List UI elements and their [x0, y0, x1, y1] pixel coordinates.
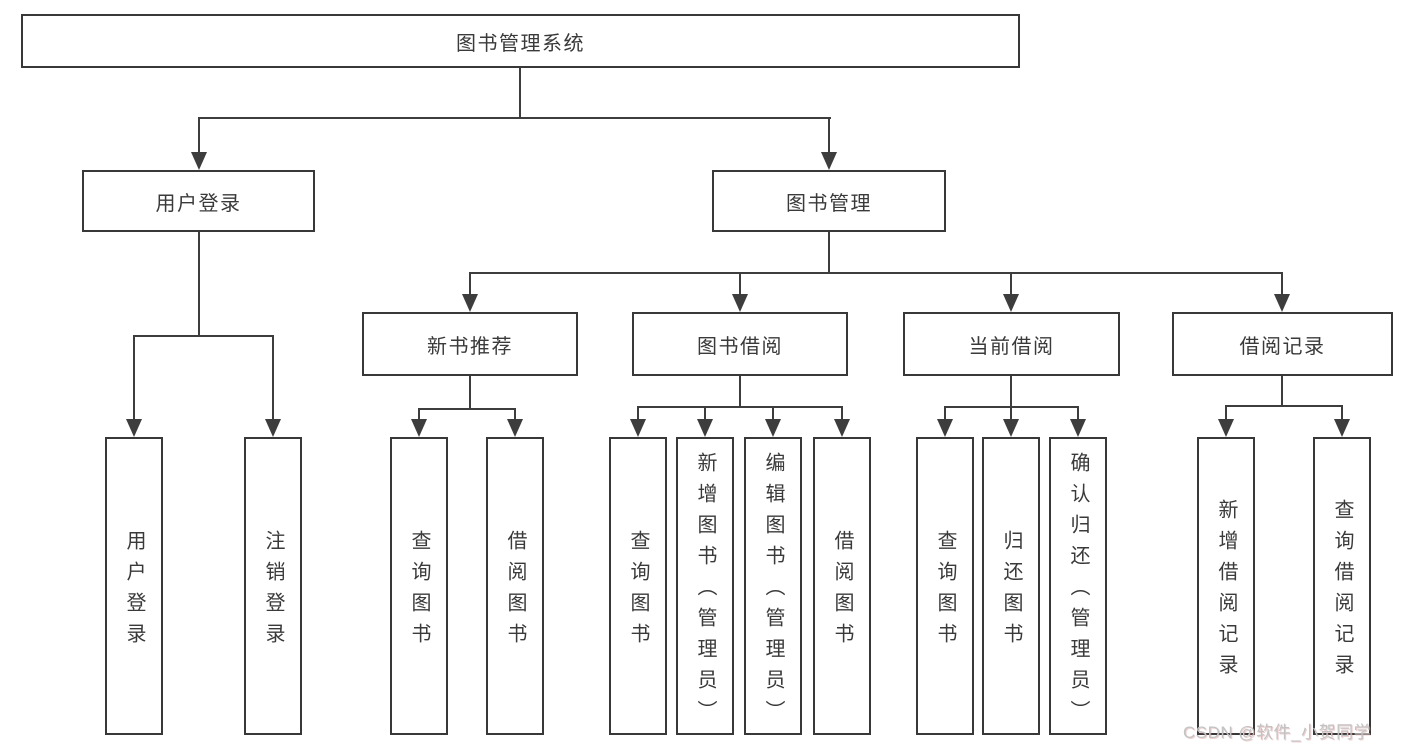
arrow-down	[821, 152, 837, 170]
connector-line	[1341, 405, 1344, 419]
leaf-query-book-current: 查询图书	[916, 437, 974, 735]
leaf-user-login: 用户登录	[105, 437, 163, 735]
node-label: 查询图书	[934, 529, 956, 654]
node-label: 新书推荐	[427, 335, 513, 358]
leaf-borrow-book-recommend: 借阅图书	[486, 437, 544, 735]
connector-line	[828, 232, 831, 272]
connector-line	[704, 406, 707, 419]
node-label: 借阅记录	[1239, 335, 1326, 358]
connector-line	[944, 406, 947, 419]
arrow-down	[1334, 419, 1350, 437]
leaf-add-book-admin: 新增图书（管理员）	[676, 437, 734, 735]
arrow-down	[697, 419, 713, 437]
connector-line	[1281, 272, 1284, 294]
connector-line	[772, 406, 775, 419]
node-label: 图书借阅	[697, 335, 783, 358]
connector-line	[469, 272, 472, 294]
arrow-down	[765, 419, 781, 437]
node-label: 借阅图书	[504, 529, 526, 654]
connector-line	[133, 335, 136, 419]
leaf-logout: 注销登录	[244, 437, 302, 735]
node-label: 归还图书	[1000, 529, 1022, 654]
arrow-down	[126, 419, 142, 437]
node-label: 用户登录	[123, 529, 145, 654]
leaf-query-book-recommend: 查询图书	[390, 437, 448, 735]
arrow-down	[1070, 419, 1086, 437]
csdn-watermark: CSDN @软件_小贺同学	[1183, 723, 1372, 742]
arrow-down	[630, 419, 646, 437]
node-label: 注销登录	[262, 529, 284, 654]
node-user-login: 用户登录	[82, 170, 315, 232]
leaf-query-book-borrowing: 查询图书	[609, 437, 667, 735]
connector-line	[1077, 406, 1080, 419]
arrow-down	[1218, 419, 1234, 437]
node-label: 确认归还（管理员）	[1067, 452, 1089, 731]
node-label: 图书管理系统	[456, 32, 585, 55]
node-borrowing-records: 借阅记录	[1172, 312, 1393, 376]
connector-line	[198, 232, 201, 335]
arrow-down	[937, 419, 953, 437]
node-label: 借阅图书	[831, 529, 853, 654]
arrow-down	[1274, 294, 1290, 312]
node-label: 新增借阅记录	[1215, 498, 1237, 685]
arrow-down	[462, 294, 478, 312]
connector-line	[469, 376, 472, 408]
connector-line	[198, 117, 831, 120]
leaf-borrow-book: 借阅图书	[813, 437, 871, 735]
connector-line	[1281, 376, 1284, 405]
connector-line	[519, 68, 522, 117]
connector-line	[418, 408, 421, 421]
connector-line	[133, 335, 274, 338]
node-label: 新增图书（管理员）	[694, 452, 716, 731]
node-new-book-recommend: 新书推荐	[362, 312, 578, 376]
arrow-down	[191, 152, 207, 170]
connector-line	[1010, 376, 1013, 406]
connector-line	[637, 406, 843, 409]
node-label: 用户登录	[155, 192, 242, 215]
node-library-management-system: 图书管理系统	[21, 14, 1020, 68]
connector-line	[828, 117, 831, 153]
leaf-return-book: 归还图书	[982, 437, 1040, 735]
leaf-edit-book-admin: 编辑图书（管理员）	[744, 437, 802, 735]
connector-line	[841, 406, 844, 419]
node-label: 编辑图书（管理员）	[762, 452, 784, 731]
arrow-down	[732, 294, 748, 312]
arrow-down	[1003, 419, 1019, 437]
node-label: 查询图书	[408, 529, 430, 654]
node-label: 当前借阅	[968, 335, 1055, 358]
node-label: 查询图书	[627, 529, 649, 654]
connector-line	[1010, 272, 1013, 294]
leaf-add-borrow-record: 新增借阅记录	[1197, 437, 1255, 735]
leaf-confirm-return-admin: 确认归还（管理员）	[1049, 437, 1107, 735]
node-label: 查询借阅记录	[1331, 498, 1353, 685]
leaf-query-borrow-record: 查询借阅记录	[1313, 437, 1371, 735]
connector-line	[739, 376, 742, 406]
connector-line	[418, 408, 516, 411]
connector-line	[272, 335, 275, 419]
arrow-down	[1003, 294, 1019, 312]
connector-line	[469, 272, 1283, 275]
arrow-down	[507, 419, 523, 437]
connector-line	[514, 408, 517, 421]
node-current-borrowing: 当前借阅	[903, 312, 1120, 376]
connector-line	[1225, 405, 1228, 419]
connector-line	[739, 272, 742, 294]
arrow-down	[834, 419, 850, 437]
connector-line	[1225, 405, 1343, 408]
arrow-down	[265, 419, 281, 437]
arrow-down	[411, 419, 427, 437]
node-book-management: 图书管理	[712, 170, 946, 232]
node-book-borrowing: 图书借阅	[632, 312, 848, 376]
node-label: 图书管理	[786, 192, 872, 215]
connector-line	[637, 406, 640, 419]
connector-line	[198, 117, 201, 153]
connector-line	[1010, 406, 1013, 419]
